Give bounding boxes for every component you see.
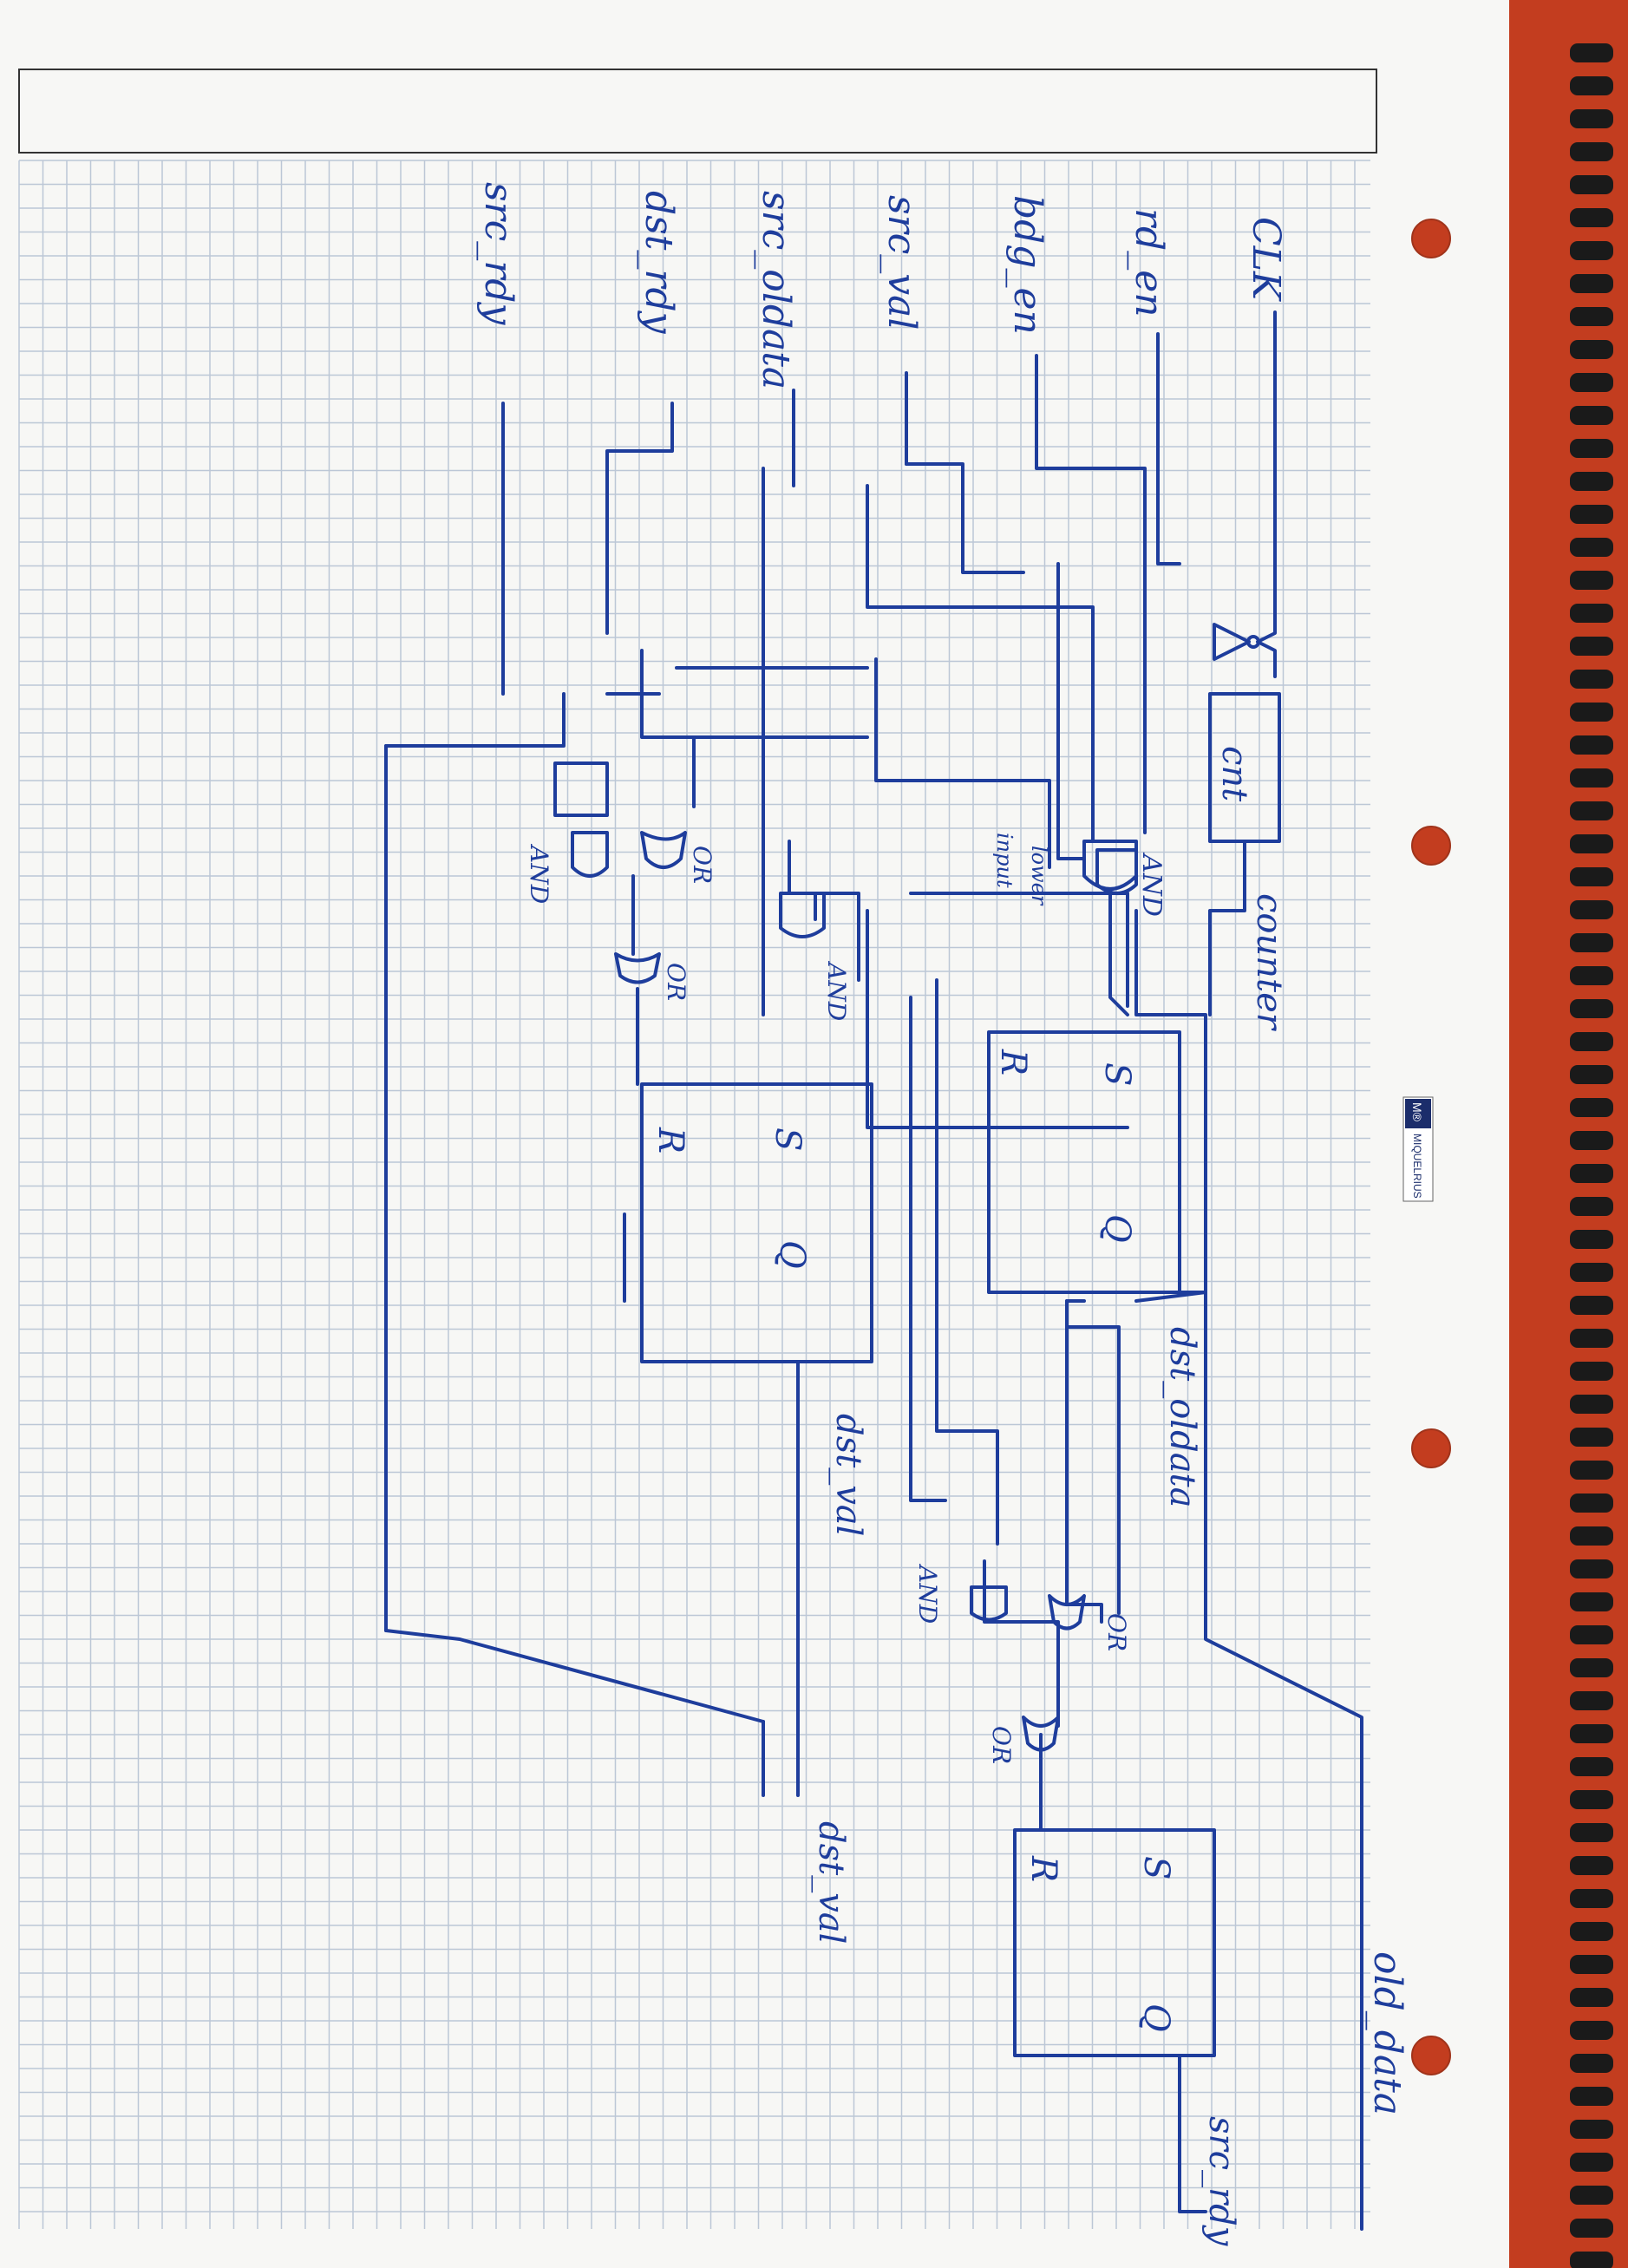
sr-latch-2-q: Q	[772, 1240, 812, 1269]
input-label-clk: CLK	[1244, 217, 1288, 302]
sr-latch-2-s: S	[768, 1127, 807, 1151]
or-gate-1	[640, 831, 687, 869]
counter-block-label: cnt	[1214, 746, 1254, 802]
notebook-paper	[0, 0, 1509, 2268]
or-gate-2-label: OR	[662, 963, 690, 1001]
signal-labels: CLK rd_en bdg_en src_val src_oldata dst_…	[476, 182, 1409, 2247]
sr-latch-2	[640, 1082, 873, 1363]
counter-output-wire	[1208, 840, 1246, 1016]
and-gate-3-label: AND	[822, 960, 851, 1021]
header-box	[18, 69, 1377, 154]
binding-holes	[1411, 219, 1451, 2075]
sr-latch-1-r: R	[993, 1049, 1033, 1075]
and-gate-5-label: AND	[913, 1563, 942, 1624]
input-label-src-val: src_val	[879, 195, 924, 330]
sr-latch-2-r: R	[651, 1127, 690, 1154]
inverter-gate	[1213, 623, 1260, 661]
output-wires	[384, 909, 1363, 2231]
or-gate-4-label: OR	[987, 1726, 1016, 1764]
input-label-src-oldata: src_oldata	[754, 191, 798, 389]
or-gate-4	[1022, 1716, 1060, 1752]
and-gate-4	[1095, 848, 1138, 895]
central-wires	[384, 462, 1147, 1632]
and-gate-2	[553, 761, 609, 878]
and-gate-4-label: AND	[1136, 852, 1167, 917]
output-label-old-data: old_data	[1365, 1951, 1409, 2115]
inverter-note-input: input	[992, 833, 1017, 888]
brand-logo: M® MIQUELRIUS	[1402, 1096, 1434, 1202]
output-label-dst-oldata: dst_oldata	[1162, 1327, 1202, 1507]
sr-latch-3	[1013, 1828, 1216, 2057]
brand-name: MIQUELRIUS	[1411, 1134, 1423, 1199]
output-label-counter: counter	[1249, 893, 1289, 1032]
or-gate-1-label: OR	[688, 846, 716, 884]
left-gate-wires	[631, 874, 639, 1086]
output-label-src-rdy: src_rdy	[1201, 2116, 1241, 2247]
output-label-dst-val-1: dst_val	[828, 1414, 868, 1536]
and-gate-3	[779, 840, 860, 982]
sr-latch-3-r: R	[1023, 1855, 1063, 1882]
input-label-rd-en: rd_en	[1127, 208, 1171, 317]
input-label-bdg-en: bdg_en	[1005, 195, 1049, 335]
brand-logo-mark: M®	[1410, 1102, 1424, 1122]
sr-latch-1	[987, 1030, 1181, 1294]
sr-latch-3-s: S	[1136, 1856, 1176, 1879]
sr-latch-1-s: S	[1097, 1062, 1137, 1086]
and-gate-2-label: AND	[525, 843, 553, 904]
circuit-diagram: cnt AND	[384, 310, 1363, 2231]
input-label-src-rdy: src_rdy	[476, 182, 520, 325]
or-gate-2	[614, 952, 661, 984]
sr-latch-3-q: Q	[1136, 2003, 1176, 2032]
output-label-dst-val-2: dst_val	[811, 1821, 851, 1944]
spiral-binding	[1570, 43, 1613, 2268]
and-gate-5	[970, 1585, 1008, 1622]
inverter-note-lower: lower	[1027, 846, 1051, 906]
or-gate-3	[1048, 1594, 1086, 1631]
grid-pattern	[18, 160, 1370, 2229]
or-gate-3-label: OR	[1102, 1613, 1131, 1651]
sr-latch-1-q: Q	[1097, 1214, 1137, 1243]
input-label-dst-rdy: dst_rdy	[637, 191, 681, 335]
